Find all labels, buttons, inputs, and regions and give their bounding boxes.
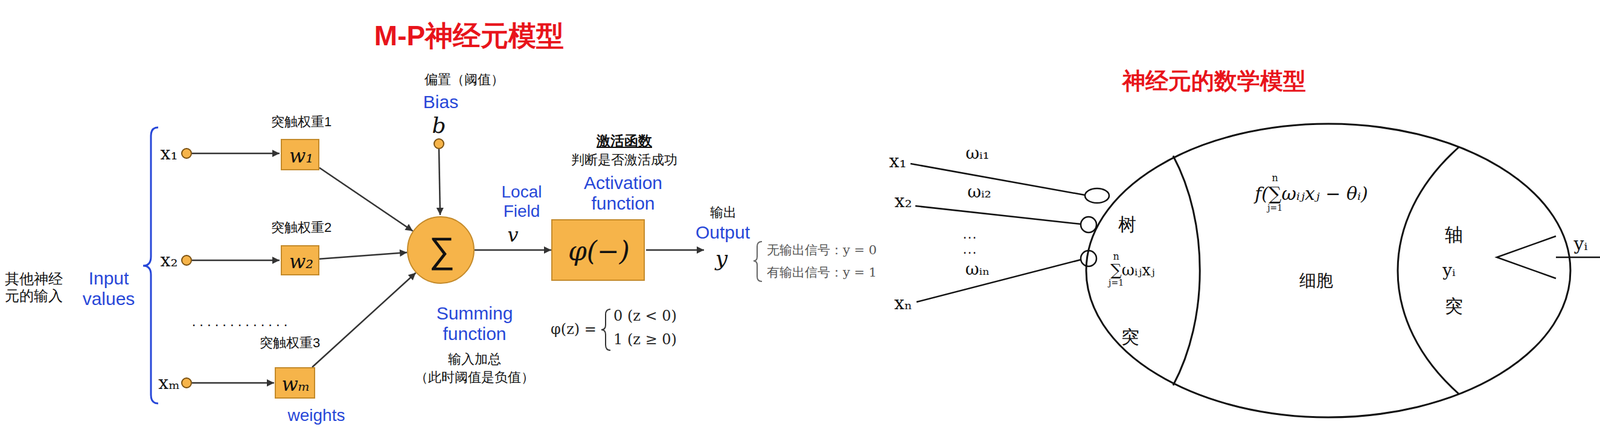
connector bbox=[319, 167, 413, 232]
weight-symbol: ωᵢ₂ bbox=[967, 182, 992, 202]
sum-circle: ∑ bbox=[406, 216, 475, 284]
bias-label: Bias bbox=[423, 91, 459, 113]
synapse bbox=[1080, 216, 1097, 233]
input-label: Input values bbox=[79, 268, 138, 310]
ellipsis: ··· bbox=[962, 228, 977, 246]
local-field-label: Local Field bbox=[494, 182, 549, 221]
connector bbox=[474, 249, 552, 252]
input-terminal bbox=[181, 377, 192, 388]
output-note: 输出 bbox=[710, 204, 737, 220]
output-arrow bbox=[646, 249, 704, 252]
output-brace bbox=[753, 241, 762, 282]
bias-terminal bbox=[434, 138, 444, 149]
axon-output: yᵢ bbox=[1442, 260, 1456, 281]
formula-text: φ(z) = bbox=[550, 321, 597, 339]
weight-heading: 突触权重1 bbox=[271, 114, 332, 130]
input-symbol: x₁ bbox=[889, 150, 907, 173]
input-symbol: x₂ bbox=[160, 249, 179, 272]
input-line bbox=[915, 205, 1081, 224]
weight-heading: 突触权重2 bbox=[271, 219, 332, 235]
sum-label: Summing function bbox=[429, 303, 520, 345]
dendrite-formula: ∑ωᵢⱼxⱼ bbox=[1110, 261, 1155, 280]
input-arrow bbox=[192, 152, 280, 155]
input-brace bbox=[143, 127, 159, 404]
input-arrow bbox=[192, 259, 280, 262]
weight-box: 突触权重1w₁ bbox=[280, 138, 320, 171]
dendrite-band: 树 ∑ωᵢⱼxⱼ 突 bbox=[1084, 155, 1206, 386]
axon-label: 突 bbox=[1444, 295, 1463, 317]
input-symbol: xₙ bbox=[894, 292, 913, 314]
weight-symbol: wₘ bbox=[281, 373, 310, 396]
input-symbol: x₂ bbox=[894, 190, 913, 212]
section-title: 神经元的数学模型 bbox=[1122, 68, 1306, 95]
weight-symbol: w₁ bbox=[289, 144, 314, 168]
formula-case: 0 (z < 0) bbox=[613, 307, 677, 325]
sum-limit: n bbox=[1112, 251, 1119, 263]
weights-label: weights bbox=[288, 405, 346, 426]
output-line bbox=[1555, 256, 1600, 259]
output-case: 无输出信号：y = 0 bbox=[766, 242, 877, 258]
cell-label: 细胞 bbox=[1299, 271, 1334, 291]
output-label: Output bbox=[695, 222, 750, 244]
input-note: 其他神经元的输入 bbox=[3, 270, 64, 304]
activation-heading: 激活函数 bbox=[596, 132, 653, 149]
synapse bbox=[1084, 188, 1110, 203]
sum-symbol: ∑ bbox=[429, 229, 456, 272]
activation-box: φ(−) bbox=[551, 219, 645, 281]
weight-heading: 突触权重3 bbox=[259, 335, 320, 351]
input-terminal bbox=[181, 255, 192, 266]
bias-symbol: b bbox=[431, 112, 446, 138]
dendrite-label: 树 bbox=[1118, 214, 1137, 236]
sum-limit: j=1 bbox=[1108, 277, 1124, 288]
axon-band: 轴 yᵢ 突 bbox=[1388, 146, 1572, 395]
weight-box: 突触权重2w₂ bbox=[280, 245, 320, 276]
output-symbol: y bbox=[715, 245, 728, 271]
activation-note: 判断是否激活成功 bbox=[571, 152, 678, 168]
input-symbol: xₘ bbox=[158, 372, 180, 394]
output-symbol: yᵢ bbox=[1574, 233, 1588, 255]
axon-terminal bbox=[1496, 236, 1556, 279]
ellipsis: ............. bbox=[192, 312, 292, 330]
cell-formula: f(∑ωᵢⱼxⱼ − θᵢ) bbox=[1254, 183, 1369, 205]
axon-label: 轴 bbox=[1444, 224, 1463, 246]
sum-limit: j=1 bbox=[1267, 202, 1283, 213]
formula-case: 1 (z ≥ 0) bbox=[613, 331, 677, 349]
activation-symbol: φ(−) bbox=[568, 236, 630, 267]
connector bbox=[312, 272, 416, 368]
input-symbol: x₁ bbox=[160, 143, 179, 165]
input-arrow bbox=[192, 382, 275, 384]
dendrite-band-border bbox=[1173, 155, 1200, 386]
sum-limit: n bbox=[1272, 172, 1279, 184]
weight-box: 突触权重3wₘ bbox=[274, 367, 316, 399]
bias-note: 偏置（阈值） bbox=[424, 71, 505, 87]
weight-symbol: w₂ bbox=[289, 250, 314, 273]
weight-symbol: ωᵢₙ bbox=[965, 259, 991, 279]
axon-band-border bbox=[1397, 146, 1460, 395]
edge-label: v bbox=[507, 224, 519, 247]
dendrite-label: 突 bbox=[1121, 326, 1140, 348]
input-line bbox=[910, 163, 1085, 196]
sum-note: （此时阈值是负值） bbox=[414, 369, 535, 385]
input-line bbox=[916, 259, 1081, 302]
weight-symbol: ωᵢ₁ bbox=[965, 143, 990, 164]
cell-body: f(∑ωᵢⱼxⱼ − θᵢ) 细胞 树 ∑ωᵢⱼxⱼ 突 轴 yᵢ 突 bbox=[1084, 122, 1572, 419]
connector bbox=[319, 252, 407, 260]
cell-body-outline bbox=[1084, 122, 1572, 419]
formula-brace bbox=[601, 309, 611, 351]
axon-band-outline bbox=[1388, 146, 1572, 395]
output-case: 有输出信号：y = 1 bbox=[766, 265, 877, 280]
diagram-title: M-P神经元模型 bbox=[374, 19, 564, 52]
ellipsis: ··· bbox=[962, 243, 977, 261]
bias-arrow bbox=[438, 149, 441, 215]
input-terminal bbox=[181, 148, 192, 159]
activation-label: Activation function bbox=[571, 172, 675, 215]
sum-note: 输入加总 bbox=[448, 351, 502, 367]
cell-body-border bbox=[1086, 123, 1571, 418]
